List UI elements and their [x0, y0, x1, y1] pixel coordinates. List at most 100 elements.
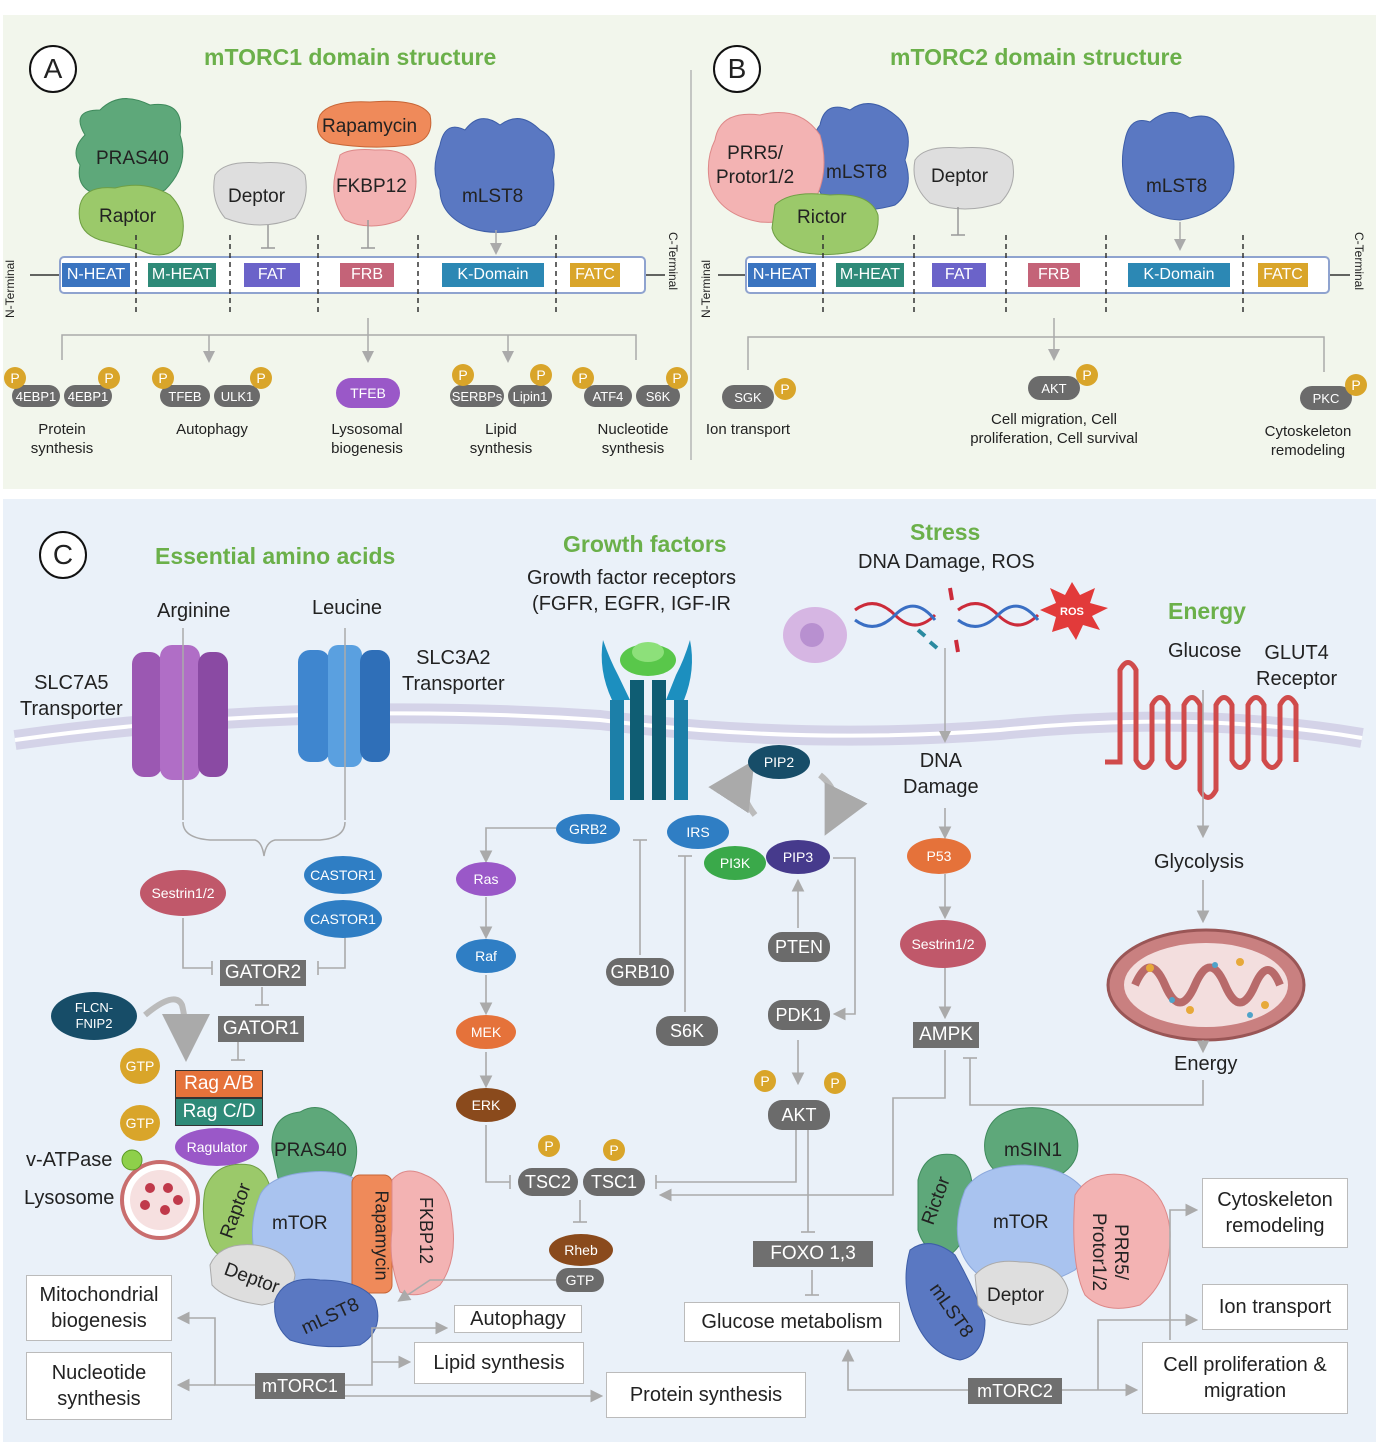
phospho-badge: P — [152, 367, 174, 389]
grb10-node: GRB10 — [606, 958, 674, 986]
output-lipid-synthesis: Lipid synthesis — [414, 1342, 584, 1384]
gator1-box: GATOR1 — [218, 1016, 304, 1042]
domain-fatc-a: FATC — [570, 263, 620, 287]
domain-n-heat-b: N-HEAT — [748, 263, 816, 287]
rapamycin-label-c: Rapamycin — [371, 1190, 392, 1281]
domain-k-domain-b: K-Domain — [1128, 263, 1230, 287]
outcome-lysosomal-biogenesis: Lysosomal biogenesis — [331, 421, 403, 457]
growth-factor-receptors-label: Growth factor receptors (FGFR, EGFR, IGF… — [527, 567, 736, 615]
output-glucose-metabolism: Glucose metabolism — [684, 1302, 900, 1342]
v-atpase-label: v-ATPase — [26, 1149, 113, 1171]
panel-a-proteins — [75, 98, 555, 256]
lysosome-label: Lysosome — [24, 1187, 115, 1209]
gtp-node-2: GTP — [120, 1105, 160, 1141]
substrate-s6k: S6K — [636, 385, 680, 407]
glut4-receptor-label: GLUT4 Receptor — [1256, 642, 1338, 690]
pdk1-node: PDK1 — [768, 1000, 830, 1030]
panel-c-label: C — [39, 531, 87, 579]
output-cell-proliferation-migration: Cell proliferation & migration — [1142, 1342, 1348, 1414]
mtor-label-c2: mTOR — [993, 1212, 1049, 1233]
lysosome-shape — [120, 1149, 200, 1240]
domain-m-heat-a: M-HEAT — [148, 263, 216, 287]
section-growth-factors-title: Growth factors — [563, 531, 727, 557]
phospho-badge: P — [603, 1139, 625, 1161]
gator2-box: GATOR2 — [220, 960, 306, 986]
output-mitochondrial-biogenesis: Mitochondrial biogenesis — [26, 1275, 172, 1341]
substrate-pkc: PKC — [1300, 386, 1352, 410]
outcome-ion-transport-b: Ion transport — [705, 421, 791, 438]
castor1-node-b: CASTOR1 — [304, 900, 382, 938]
mlst8-label-b2: mLST8 — [1146, 176, 1208, 197]
c-terminal-label-b: C-Terminal — [1352, 232, 1366, 291]
outcome-cell-migration-b: Cell migration, Cell proliferation, Cell… — [970, 411, 1138, 447]
panel-a-title: mTORC1 domain structure — [204, 44, 497, 70]
phospho-badge: P — [530, 364, 552, 386]
section-energy-title: Energy — [1168, 598, 1246, 624]
phospho-badge: P — [538, 1135, 560, 1157]
outcome-nucleotide-synthesis-a: Nucleotide synthesis — [597, 421, 669, 457]
dna-damage-label: DNA Damage — [903, 750, 979, 798]
domain-m-heat-b: M-HEAT — [836, 263, 904, 287]
phospho-badge: P — [98, 367, 120, 389]
dna-damage-ros-shape — [783, 582, 1108, 663]
phospho-badge: P — [774, 378, 796, 400]
n-terminal-label-a: N-Terminal — [3, 259, 17, 318]
slc3a2-transporter-shape — [298, 645, 390, 767]
phospho-badge: P — [754, 1070, 776, 1092]
substrate-lipin1: Lipin1 — [508, 385, 552, 407]
domain-fat-a: FAT — [244, 263, 300, 287]
tsc1-node: TSC1 — [583, 1168, 645, 1196]
output-protein-synthesis: Protein synthesis — [606, 1372, 806, 1418]
domain-n-heat-a: N-HEAT — [62, 263, 130, 287]
ros-label: ROS — [1060, 606, 1084, 618]
phospho-badge: P — [1345, 374, 1367, 396]
section-stress-title: Stress — [910, 519, 981, 545]
deptor-label-b: Deptor — [931, 166, 989, 187]
domain-frb-b: FRB — [1028, 263, 1080, 287]
mek-node: MEK — [456, 1015, 516, 1049]
mtorc1-complex-shape — [202, 1107, 454, 1348]
pras40-label-a: PRAS40 — [96, 148, 169, 169]
glut4-receptor-shape — [1105, 660, 1299, 800]
pi3k-node: PI3K — [704, 846, 766, 880]
growth-factor-receptor-shape — [601, 640, 692, 800]
flcn-fnip2-node: FLCN- FNIP2 — [51, 992, 137, 1040]
foxo-box: FOXO 1,3 — [753, 1241, 873, 1267]
panel-b-label: B — [713, 45, 761, 93]
substrate-4ebp1-a: 4EBP1 — [12, 385, 60, 407]
akt-node: AKT — [768, 1100, 830, 1130]
mitochondrion-shape — [1106, 928, 1306, 1042]
outcome-protein-synthesis-a: Protein synthesis — [30, 421, 94, 457]
phospho-badge: P — [824, 1072, 846, 1094]
slc3a2-label: SLC3A2 Transporter — [402, 647, 505, 695]
phospho-badge: P — [452, 364, 474, 386]
panel-ab-background — [3, 15, 1376, 489]
substrate-atf4: ATF4 — [584, 385, 632, 407]
pras40-label-c: PRAS40 — [274, 1140, 347, 1161]
outcome-cytoskeleton-b: Cytoskeleton remodeling — [1264, 423, 1352, 459]
grb2-node: GRB2 — [556, 814, 620, 844]
domain-fatc-b: FATC — [1258, 263, 1308, 287]
msin1-label: mSIN1 — [1004, 1140, 1063, 1161]
phospho-badge: P — [250, 367, 272, 389]
mlst8-label-a: mLST8 — [462, 186, 524, 207]
ras-node: Ras — [456, 862, 516, 896]
gtp-node-3: GTP — [556, 1268, 604, 1292]
phospho-badge: P — [1076, 364, 1098, 386]
leucine-label: Leucine — [312, 597, 383, 619]
pip3-node: PIP3 — [766, 840, 830, 874]
prr5-label-c: PRR5/ Protor1/2 — [1088, 1212, 1132, 1292]
dna-damage-ros-label: DNA Damage, ROS — [858, 551, 1035, 573]
substrate-tfeb-b: TFEB — [336, 378, 400, 408]
raf-node: Raf — [456, 939, 516, 973]
c-terminal-label-a: C-Terminal — [666, 232, 680, 291]
tsc2-node: TSC2 — [518, 1168, 578, 1196]
ragulator-node: Ragulator — [175, 1128, 259, 1166]
rheb-node: Rheb — [549, 1234, 613, 1266]
erk-node: ERK — [456, 1088, 516, 1122]
outcome-lipid-synthesis-a: Lipid synthesis — [469, 421, 533, 457]
rapamycin-label-a: Rapamycin — [322, 116, 418, 137]
phospho-badge: P — [666, 367, 688, 389]
gtp-node-1: GTP — [120, 1048, 160, 1084]
